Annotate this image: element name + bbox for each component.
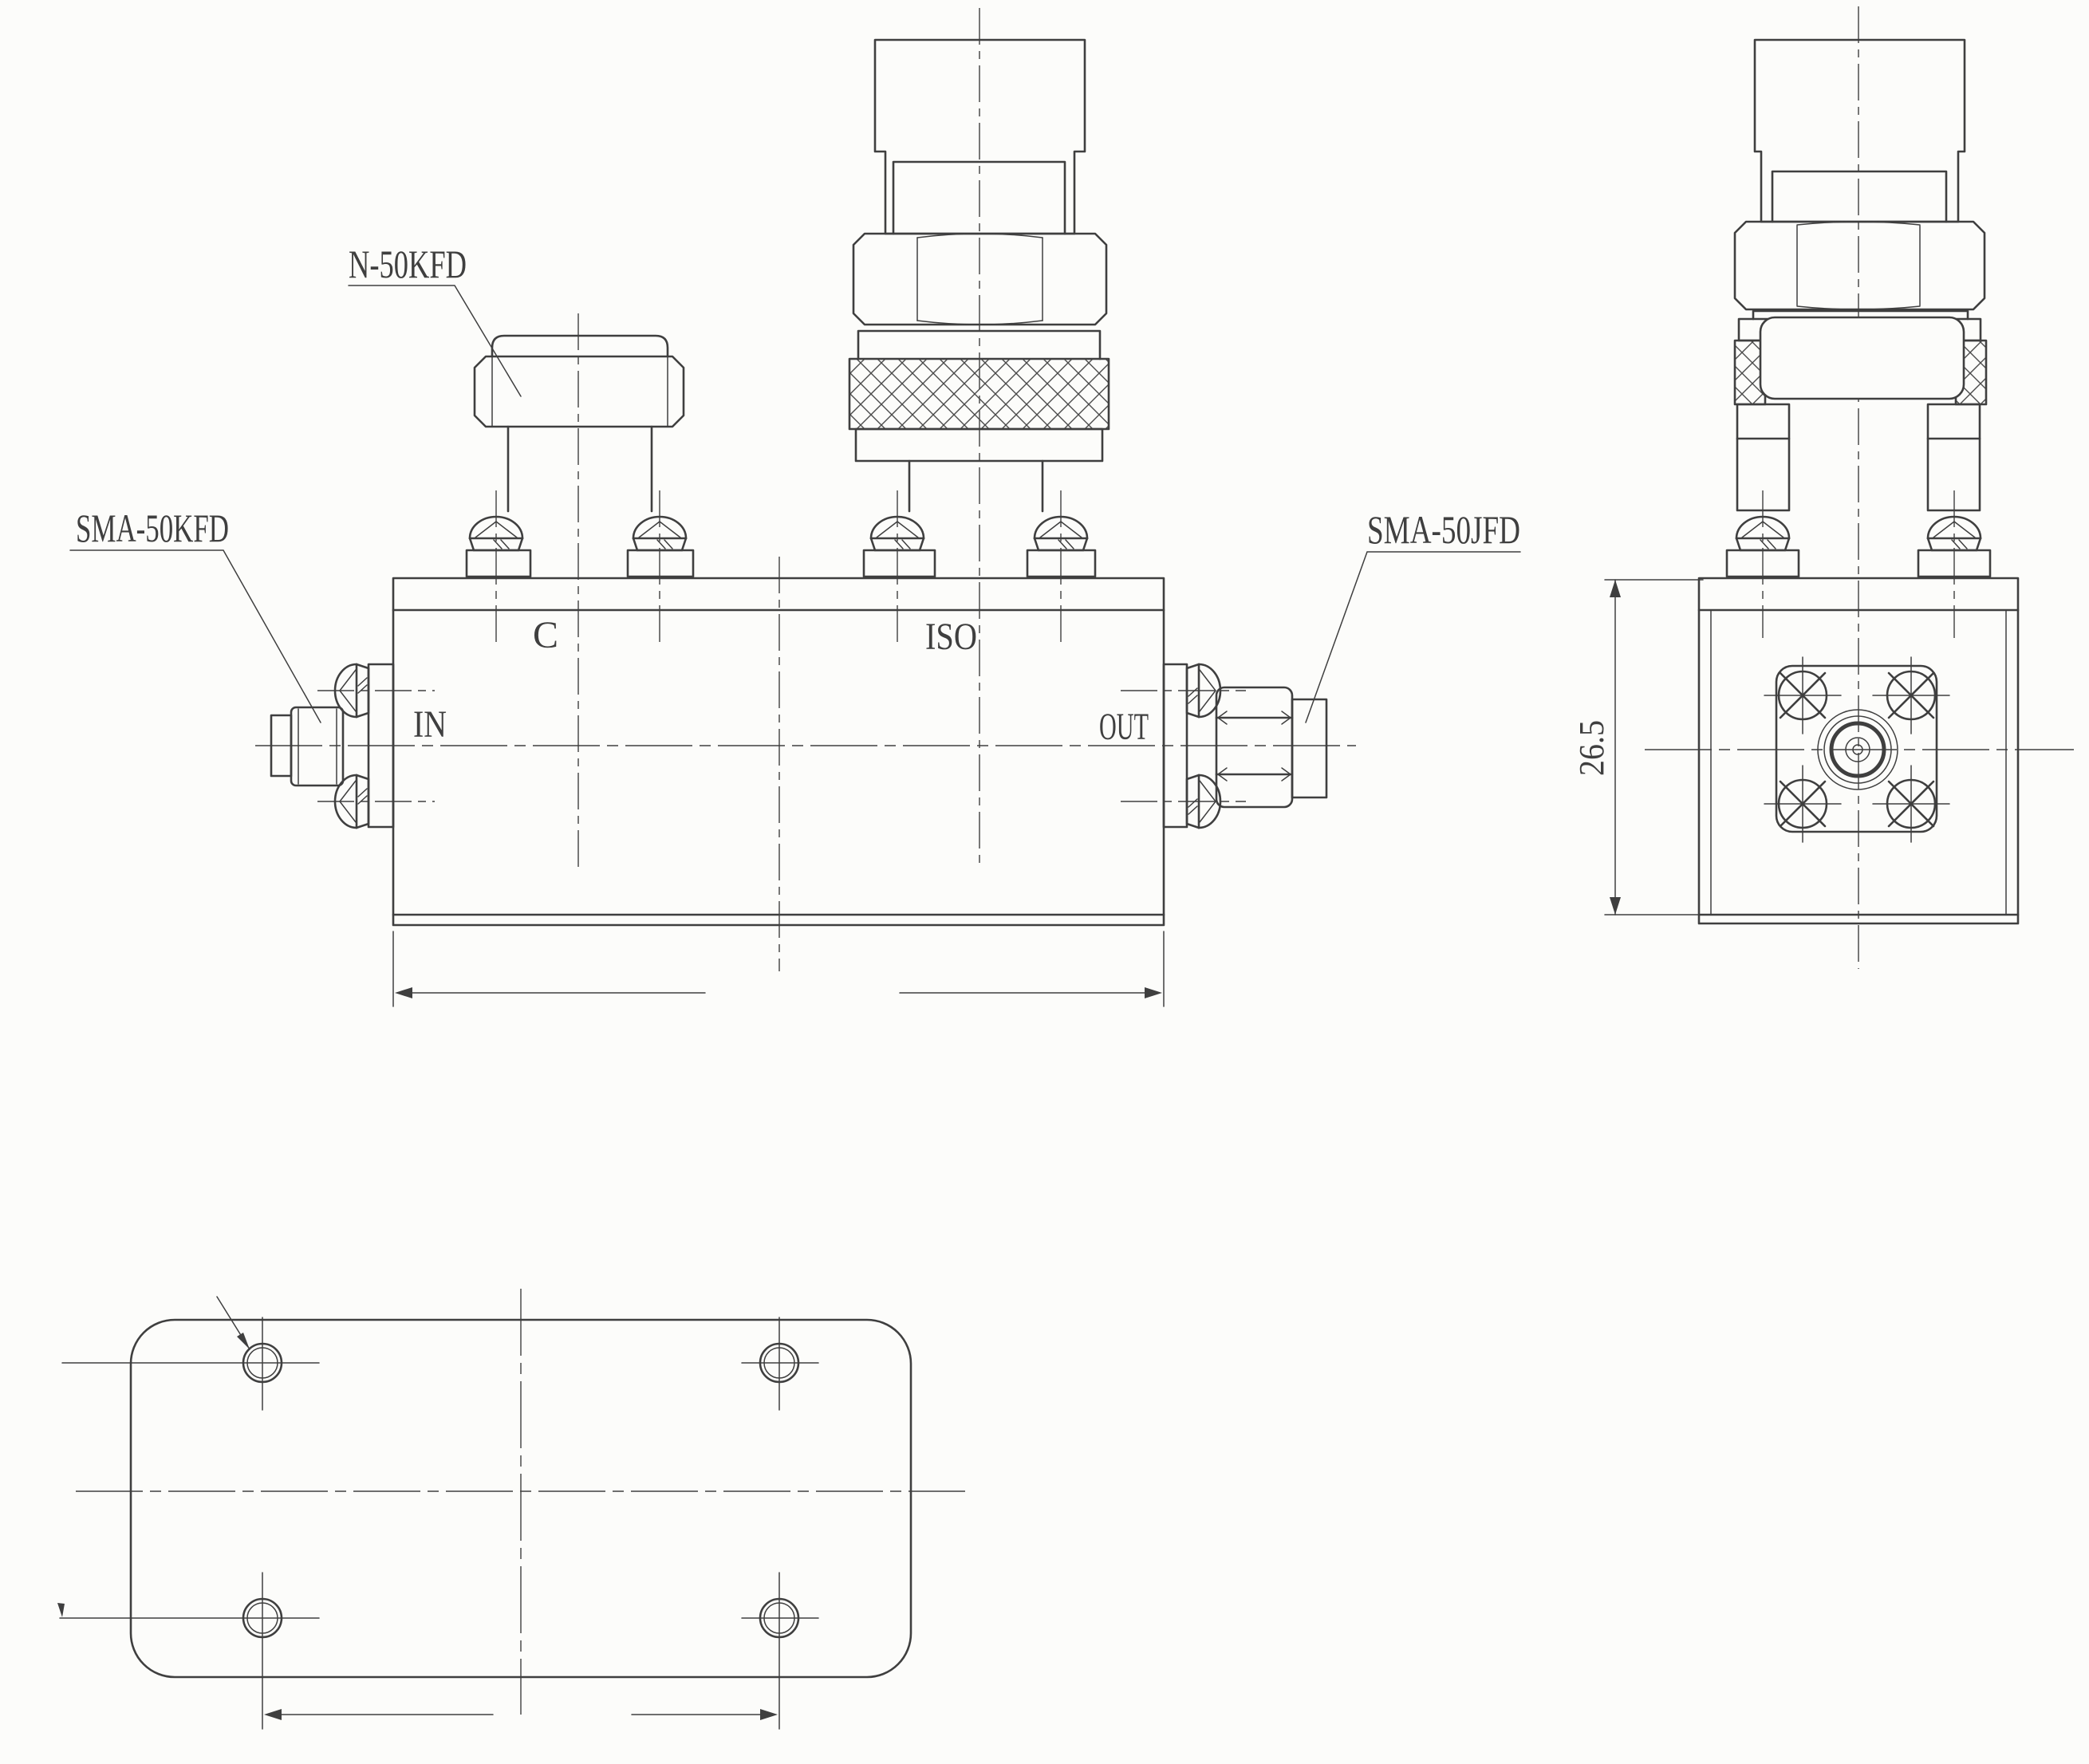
- hole-leader-arrow: [216, 1296, 250, 1350]
- mounting-plate: [129, 1318, 912, 1679]
- sma-in-connector: [270, 663, 395, 829]
- iso-connector-side: [1725, 38, 1992, 578]
- front-length-dimension: [392, 931, 1165, 1007]
- sma-out-connector: [1162, 663, 1328, 829]
- bottom-centerlines: [76, 1289, 965, 1715]
- hole-spacing-dimension: [264, 1709, 778, 1720]
- height-dimension: 26.5: [1572, 579, 1704, 915]
- main-body-side: [1697, 577, 2020, 925]
- label-sma-out: SMA-50JFD: [1367, 507, 1520, 552]
- callout-n-connector: N-50KFD: [348, 242, 522, 397]
- callout-sma-out: SMA-50JFD: [1305, 507, 1521, 723]
- coaxial-jack-face: [1817, 709, 1898, 790]
- flange-screw-bl: [1764, 765, 1842, 843]
- dimension-26-5: 26.5: [1572, 720, 1611, 776]
- iso-connector-front: [848, 38, 1110, 578]
- label-sma-in: SMA-50KFD: [76, 506, 229, 550]
- label-port-in: IN: [413, 703, 447, 746]
- flange-connector-face: [1764, 656, 1950, 843]
- callout-sma-in: SMA-50KFD: [69, 506, 321, 723]
- mounting-hole-bl: [57, 1572, 320, 1730]
- n-coupling-nut-side: [1759, 316, 1965, 400]
- label-port-c: C: [533, 614, 558, 656]
- mounting-hole-tr: [741, 1317, 819, 1411]
- front-centerlines: [255, 8, 1356, 971]
- n-connector-front: [465, 334, 695, 578]
- bottom-view: [57, 1289, 965, 1730]
- label-port-out: OUT: [1099, 706, 1149, 748]
- mounting-hole-tl: [61, 1317, 320, 1411]
- label-port-iso: ISO: [925, 616, 977, 658]
- mounting-hole-br: [741, 1572, 819, 1730]
- front-view: C ISO IN OUT N-50KFD SMA-50KFD SMA-50JFD: [69, 8, 1521, 1007]
- side-centerlines: [1645, 6, 2074, 969]
- label-n-connector: N-50KFD: [349, 242, 467, 286]
- flange-screw-tr: [1872, 656, 1950, 734]
- side-view: 26.5: [1572, 6, 2074, 969]
- main-body-front: [392, 577, 1165, 927]
- flange-screw-tl: [1764, 656, 1842, 734]
- flange-screw-br: [1872, 765, 1950, 843]
